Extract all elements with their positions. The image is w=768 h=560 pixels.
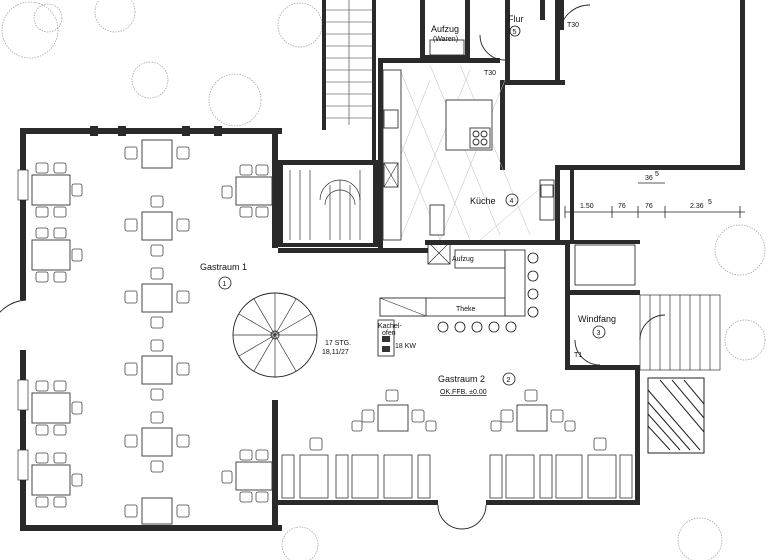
room-label-aufzug-waren: Aufzug [431, 24, 459, 34]
table-group [221, 449, 273, 503]
kachelofen-label: Kachel- [378, 323, 402, 330]
table-group [221, 164, 273, 218]
table-group [124, 267, 190, 329]
dimension-label: 1.50 [580, 203, 594, 210]
dimension-label-sup: 5 [655, 171, 659, 178]
stair-label: 17 STG. [325, 340, 351, 347]
room-number-gastraum2: 2 [507, 377, 511, 384]
dimension-label-sup: 5 [708, 199, 712, 206]
room-label-windfang: Windfang [578, 314, 616, 324]
kachelofen-power: 18 KW [395, 343, 416, 350]
floor-level-label: OK.FFB. ±0.00 [440, 389, 487, 396]
room-label-kueche: Küche [470, 196, 496, 206]
gastraum2 [278, 240, 640, 530]
table-group [124, 139, 190, 169]
table-group [124, 195, 190, 257]
flur-area [425, 0, 745, 170]
stair-label: 18,11/27 [322, 349, 349, 356]
dimension-label: 76 [618, 203, 626, 210]
room-number-flur: 5 [513, 29, 517, 36]
dimension-label: 76 [645, 203, 653, 210]
table-group [31, 162, 83, 218]
room-number-kueche: 4 [510, 198, 514, 205]
room-number-windfang: 3 [597, 330, 601, 337]
door-label-t1: T1 [574, 352, 582, 359]
dimension-label: 2.36 [690, 203, 704, 210]
staircase-upper [278, 0, 378, 247]
room-number-gastraum1: 1 [223, 281, 227, 288]
door-label-t30: T30 [484, 70, 496, 77]
kachelofen-label: ofen [382, 330, 396, 337]
table-group [31, 227, 83, 283]
dimension-line [564, 182, 745, 218]
aufzug-label: Aufzug [452, 256, 474, 263]
room-sublabel-aufzug-waren: (Waren) [433, 36, 458, 43]
door-label-t30: T30 [567, 22, 579, 29]
room-label-gastraum1: Gastraum 1 [200, 262, 247, 272]
theke-label: Theke [456, 306, 476, 313]
spiral-staircase [232, 292, 318, 378]
room-label-gastraum2: Gastraum 2 [438, 374, 485, 384]
room-label-flur: Flur [508, 14, 524, 24]
table-group [31, 380, 83, 436]
windfang-area [565, 170, 721, 454]
kitchen [378, 0, 565, 265]
labels: Flur 5 Aufzug (Waren) T30 T30 Küche 4 Ga… [200, 14, 712, 396]
table-group [31, 452, 83, 508]
table-group [124, 497, 190, 525]
table-group [124, 339, 190, 401]
gastraum1-furniture [31, 139, 273, 525]
table-group [124, 411, 190, 473]
dimension-label: 36 [645, 175, 653, 182]
gastraum1-walls [0, 126, 282, 531]
